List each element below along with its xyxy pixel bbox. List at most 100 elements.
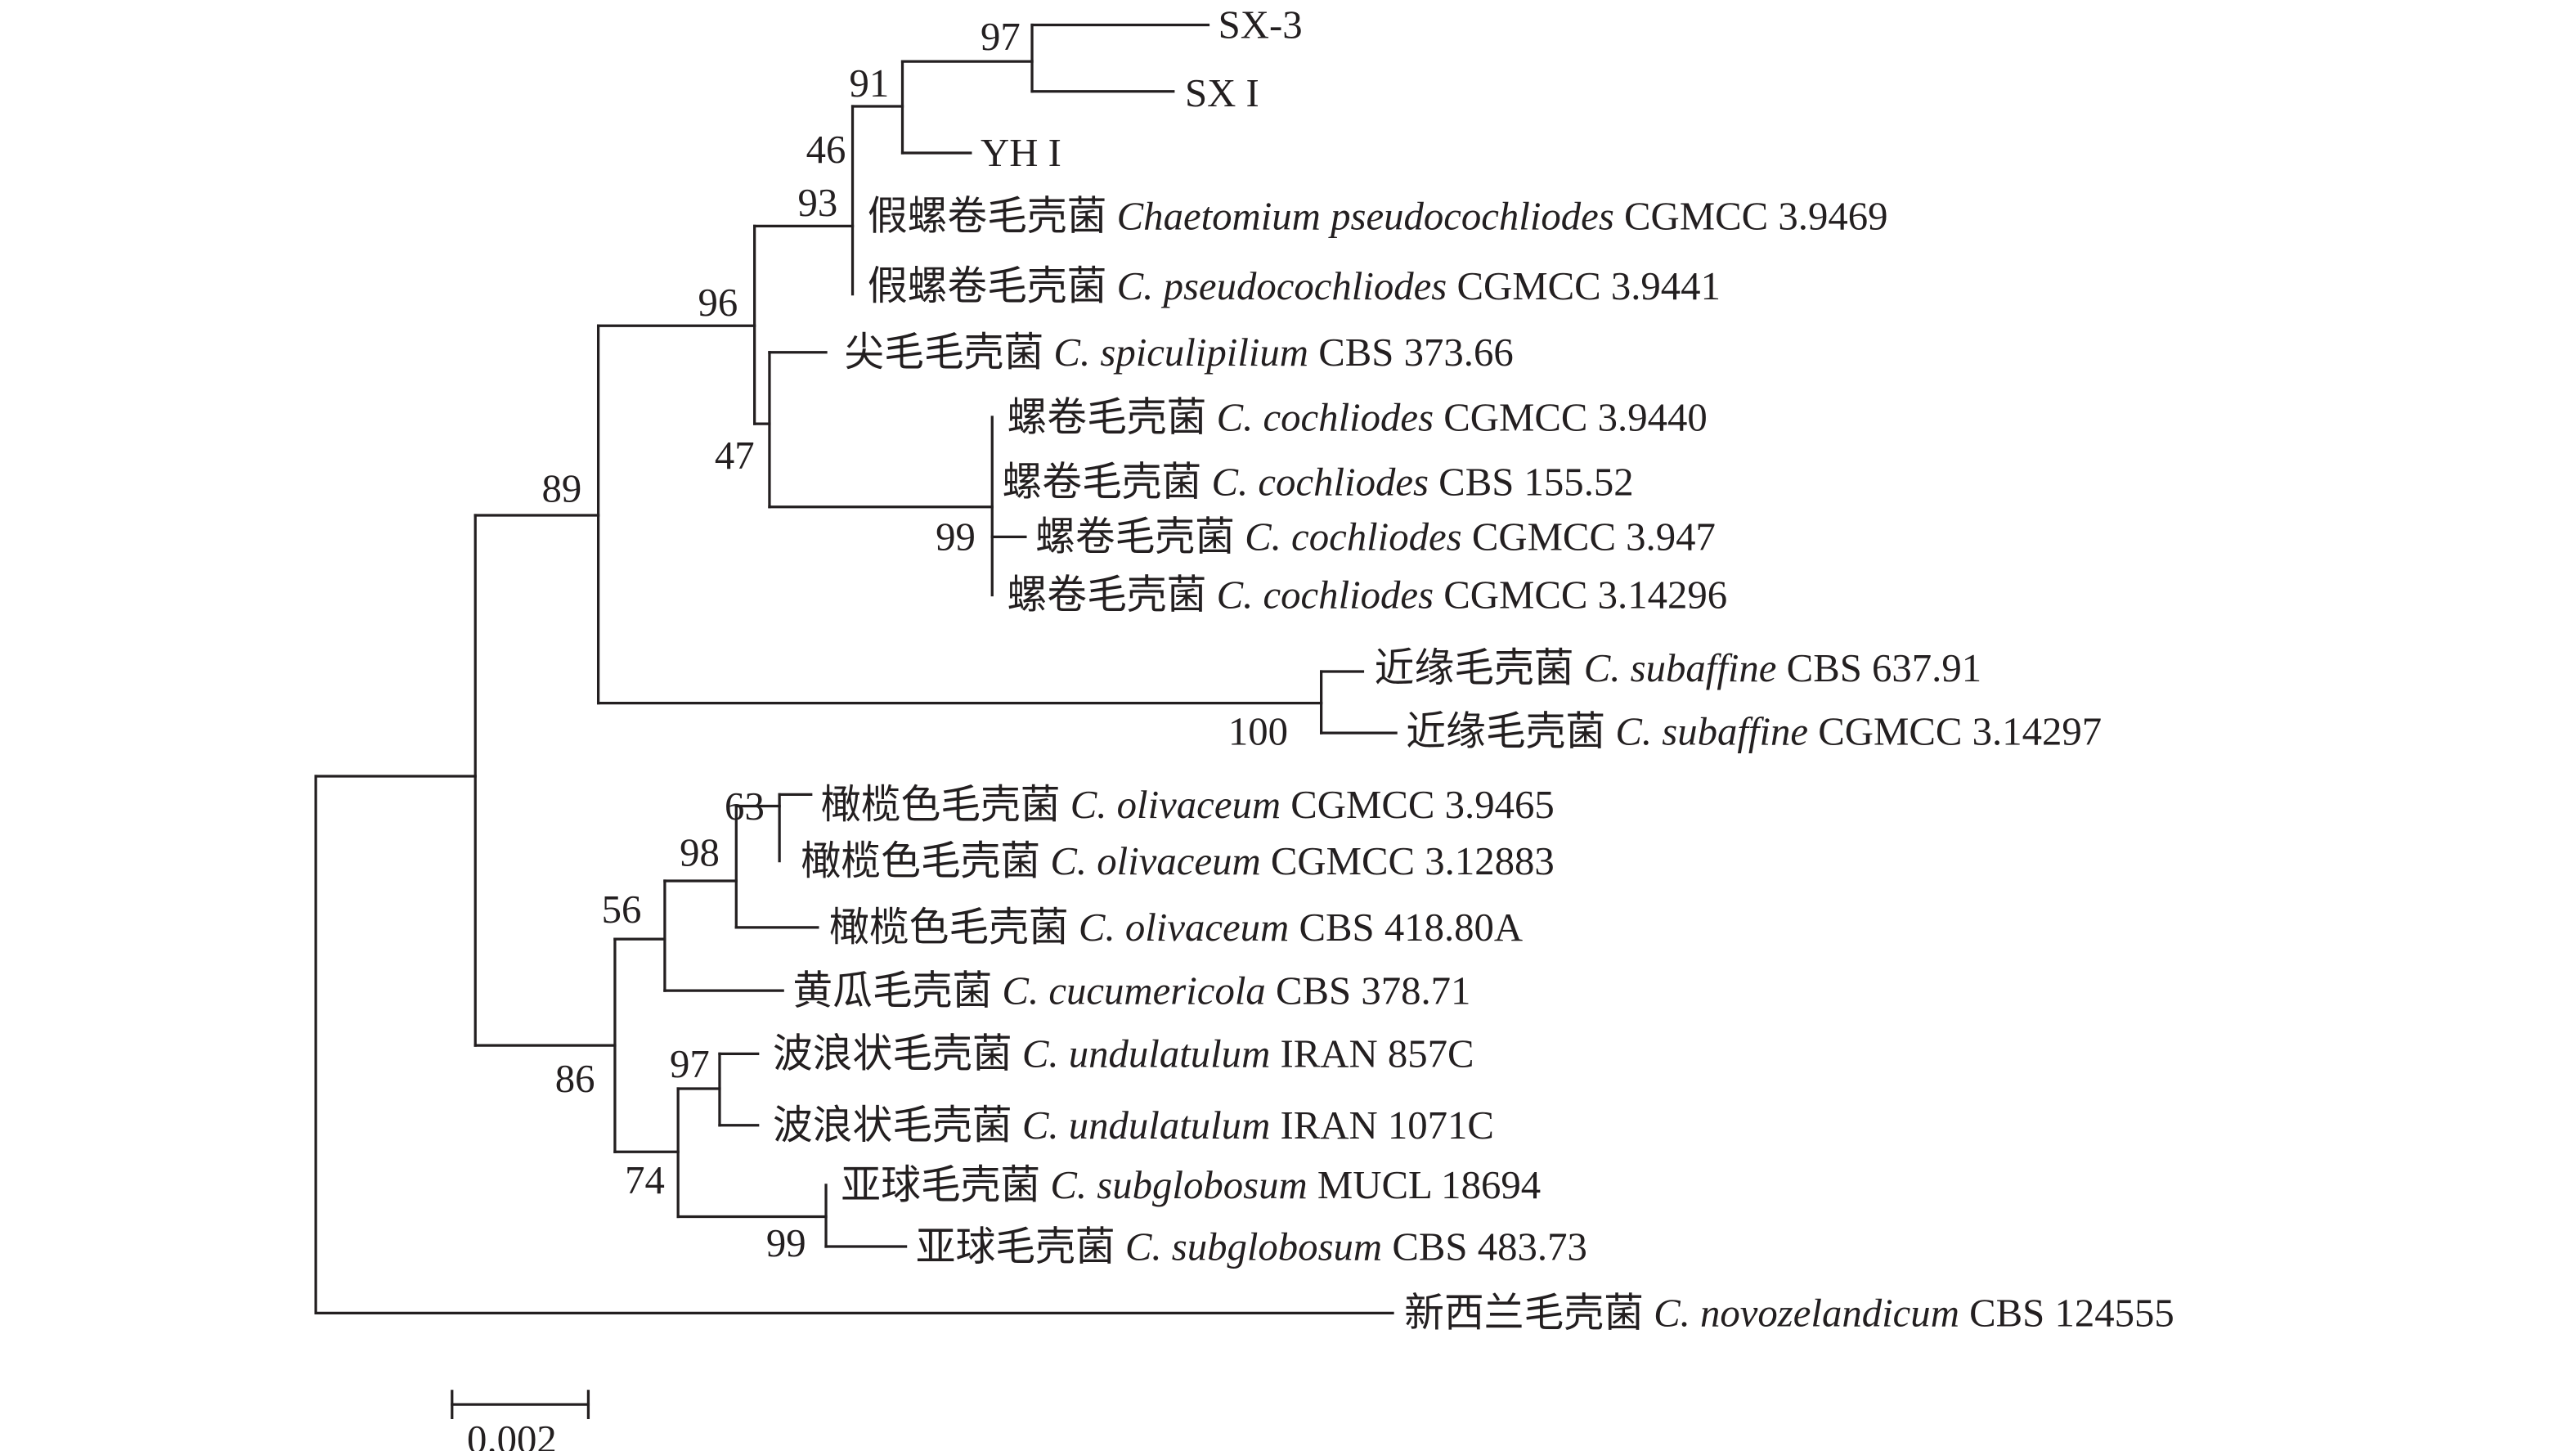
strain-id: SX I [1185,71,1259,115]
strain-id: CGMCC 3.14296 [1443,573,1727,618]
species-name: C. cochliodes [1212,460,1429,505]
bootstrap-value: 97 [981,15,1021,59]
chinese-name: 近缘毛壳菌 [1406,709,1605,753]
species-name: C. olivaceum [1050,839,1260,883]
bootstrap-value: 91 [849,61,889,106]
species-name: C. subglobosum [1050,1163,1307,1207]
chinese-name: 橄榄色毛壳菌 [801,839,1041,883]
tip-label: 近缘毛壳菌 C. subaffine CGMCC 3.14297 [1406,709,2102,753]
strain-id: CBS 124555 [1969,1292,2174,1336]
species-name: C. subglobosum [1125,1224,1382,1269]
strain-id: CGMCC 3.9469 [1624,194,1887,238]
species-name: C. subaffine [1615,709,1808,753]
tip-label: 近缘毛壳菌 C. subaffine CBS 637.91 [1375,646,1981,690]
bootstrap-values: 97 91 46 93 96 47 99 89 100 63 98 56 97 … [542,15,1288,1265]
species-name: Chaetomium pseudocochliodes [1117,194,1614,238]
strain-id: CBS 483.73 [1392,1224,1586,1269]
tip-label: YH I [981,131,1061,175]
tip-label: 假螺卷毛壳菌 Chaetomium pseudocochliodes CGMCC… [868,194,1888,238]
strain-id: CBS 637.91 [1787,646,1981,690]
tip-label: 螺卷毛壳菌 C. cochliodes CGMCC 3.14296 [1008,573,1728,618]
species-name: C. undulatulum [1022,1032,1270,1076]
strain-id: CGMCC 3.9440 [1443,395,1707,439]
bootstrap-value: 96 [698,281,738,325]
chinese-name: 螺卷毛壳菌 [1008,573,1207,618]
species-name: C. olivaceum [1070,783,1281,827]
chinese-name: 波浪状毛壳菌 [773,1032,1012,1076]
chinese-name: 螺卷毛壳菌 [1002,460,1201,505]
strain-id: CBS 155.52 [1438,460,1633,505]
tree-branches [314,23,1398,1314]
strain-id: YH I [981,131,1061,175]
strain-id: CGMCC 3.9441 [1456,264,1720,308]
bootstrap-value: 86 [555,1057,595,1101]
strain-id: IRAN 857C [1280,1032,1474,1076]
strain-id: CBS 373.66 [1318,330,1513,375]
strain-id: IRAN 1071C [1280,1103,1493,1148]
chinese-name: 尖毛毛壳菌 [844,330,1043,375]
bootstrap-value: 89 [542,467,582,511]
chinese-name: 近缘毛壳菌 [1375,646,1574,690]
strain-id: SX-3 [1218,3,1303,47]
tip-label: 波浪状毛壳菌 C. undulatulum IRAN 857C [773,1032,1474,1076]
species-name: C. pseudocochliodes [1117,264,1447,308]
scale-bar-label: 0.002 [467,1417,557,1451]
chinese-name: 黄瓜毛壳菌 [792,968,992,1013]
chinese-name: 螺卷毛壳菌 [1035,515,1235,559]
chinese-name: 假螺卷毛壳菌 [868,194,1107,238]
species-name: C. cochliodes [1217,395,1434,439]
species-name: C. cochliodes [1217,573,1434,618]
species-name: C. novozelandicum [1654,1292,1959,1336]
bootstrap-value: 47 [715,434,755,478]
tip-label: 橄榄色毛壳菌 C. olivaceum CBS 418.80A [829,905,1523,950]
strain-id: MUCL 18694 [1317,1163,1541,1207]
tip-label: SX-3 [1218,3,1303,47]
species-name: C. subaffine [1584,646,1777,690]
species-name: C. spiculipilium [1053,330,1308,375]
species-name: C. cochliodes [1245,515,1461,559]
bootstrap-value: 98 [680,831,720,875]
bootstrap-value: 56 [602,887,642,932]
bootstrap-value: 100 [1228,709,1288,753]
strain-id: CGMCC 3.14297 [1818,709,2102,753]
tip-labels: SX-3 SX I YH I 假螺卷毛壳菌 Chaetomium pseudoc… [773,3,2174,1336]
tip-label: 橄榄色毛壳菌 C. olivaceum CGMCC 3.9465 [821,783,1555,827]
tip-label: 尖毛毛壳菌 C. spiculipilium CBS 373.66 [844,330,1513,375]
strain-id: CGMCC 3.947 [1472,515,1716,559]
tip-label: 波浪状毛壳菌 C. undulatulum IRAN 1071C [773,1103,1494,1148]
chinese-name: 亚球毛壳菌 [841,1163,1040,1207]
strain-id: CGMCC 3.9465 [1290,783,1554,827]
tip-label: 橄榄色毛壳菌 C. olivaceum CGMCC 3.12883 [801,839,1555,883]
bootstrap-value: 97 [670,1042,710,1086]
tip-label: 新西兰毛壳菌 C. novozelandicum CBS 124555 [1404,1292,2174,1336]
bootstrap-value: 46 [806,128,846,172]
chinese-name: 波浪状毛壳菌 [773,1103,1012,1148]
bootstrap-value: 99 [766,1221,806,1265]
bootstrap-value: 74 [625,1158,665,1202]
scale-bar: 0.002 [451,1390,590,1451]
tip-label: 亚球毛壳菌 C. subglobosum CBS 483.73 [916,1224,1587,1269]
bootstrap-value: 63 [725,784,765,829]
strain-id: CBS 378.71 [1276,968,1470,1013]
strain-id: CBS 418.80A [1299,905,1523,950]
species-name: C. cucumericola [1002,968,1265,1013]
tip-label: 螺卷毛壳菌 C. cochliodes CGMCC 3.947 [1035,515,1716,559]
bootstrap-value: 99 [936,515,976,559]
species-name: C. undulatulum [1022,1103,1270,1148]
species-name: C. olivaceum [1079,905,1289,950]
tip-label: 螺卷毛壳菌 C. cochliodes CBS 155.52 [1002,460,1633,505]
chinese-name: 亚球毛壳菌 [916,1224,1115,1269]
bootstrap-value: 93 [797,181,837,225]
tip-label: 螺卷毛壳菌 C. cochliodes CGMCC 3.9440 [1008,395,1708,439]
chinese-name: 橄榄色毛壳菌 [821,783,1061,827]
chinese-name: 新西兰毛壳菌 [1404,1292,1644,1336]
tip-label: SX I [1185,71,1259,115]
tip-label: 黄瓜毛壳菌 C. cucumericola CBS 378.71 [792,968,1470,1013]
chinese-name: 螺卷毛壳菌 [1008,395,1207,439]
tip-label: 假螺卷毛壳菌 C. pseudocochliodes CGMCC 3.9441 [868,264,1721,308]
strain-id: CGMCC 3.12883 [1271,839,1555,883]
chinese-name: 橄榄色毛壳菌 [829,905,1069,950]
chinese-name: 假螺卷毛壳菌 [868,264,1107,308]
tip-label: 亚球毛壳菌 C. subglobosum MUCL 18694 [841,1163,1541,1207]
